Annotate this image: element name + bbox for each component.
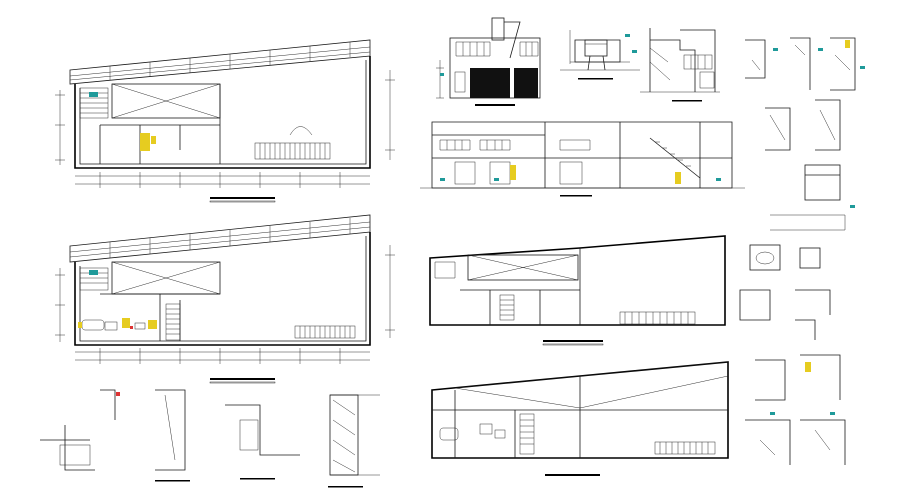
side-elevation bbox=[640, 28, 720, 102]
second-floor-plan bbox=[55, 214, 395, 384]
first-floor-plan bbox=[55, 39, 395, 203]
construction-details bbox=[739, 37, 865, 465]
wall-detail-top bbox=[560, 30, 640, 80]
floor-plan-small-a bbox=[429, 235, 726, 346]
longitudinal-section bbox=[420, 121, 745, 197]
floor-plan-small-b bbox=[431, 361, 729, 476]
front-elevation bbox=[436, 17, 541, 106]
footing-details bbox=[40, 389, 380, 488]
